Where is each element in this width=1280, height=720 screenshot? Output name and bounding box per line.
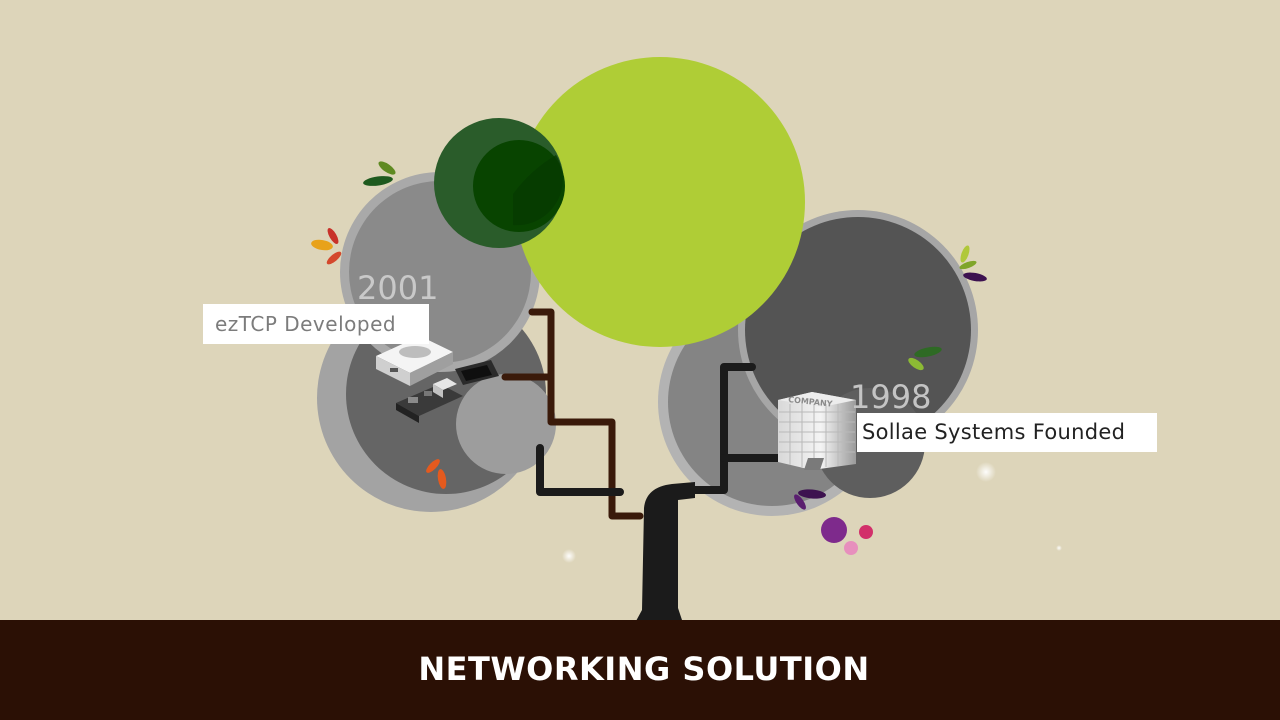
milestone-year-1998: 1998 (850, 378, 932, 416)
milestone-label-eztcp: ezTCP Developed (203, 304, 429, 344)
leaf-icons (311, 161, 987, 510)
footer-title: NETWORKING SOLUTION (418, 650, 870, 688)
berry-dots (821, 517, 873, 555)
ezTCP-device-icons (376, 336, 499, 423)
footer-bar (0, 620, 1280, 720)
dark-green-canopy (434, 118, 565, 248)
milestone-label-sollae: Sollae Systems Founded (857, 413, 1157, 452)
tree-trunk (630, 482, 695, 632)
company-building-icon: COMPANY (778, 392, 856, 470)
milestone-year-2001: 2001 (357, 269, 439, 307)
lime-canopy (515, 57, 805, 347)
